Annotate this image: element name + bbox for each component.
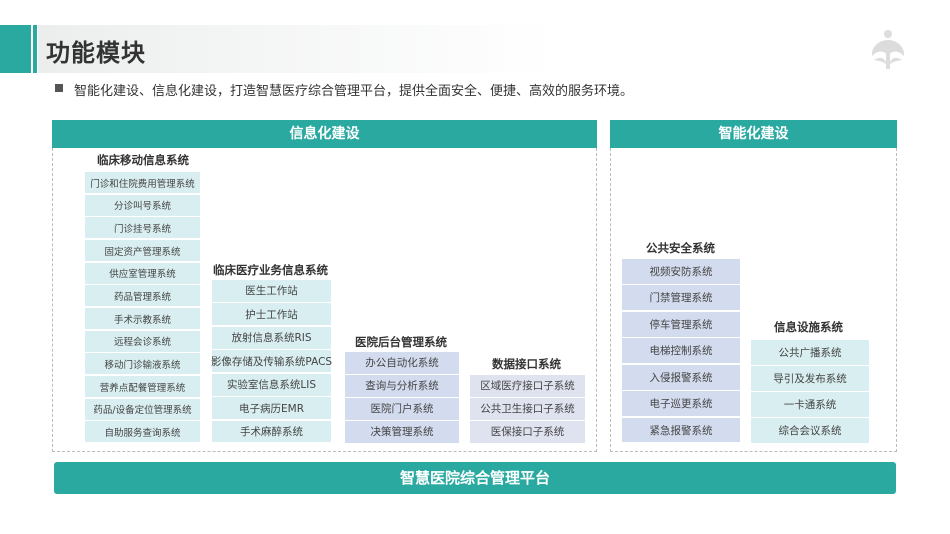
system-item: 医生工作站 <box>212 280 331 302</box>
system-item: 医院门户系统 <box>345 398 459 420</box>
system-item: 药品/设备定位管理系统 <box>85 398 200 420</box>
system-item: 一卡通系统 <box>751 392 869 417</box>
column-data-interface: 区域医疗接口子系统公共卫生接口子系统医保接口子系统 <box>470 375 585 444</box>
column-info-facility: 公共广播系统导引及发布系统一卡通系统综合会议系统 <box>751 340 869 444</box>
column-backoffice: 办公自动化系统查询与分析系统医院门户系统决策管理系统 <box>345 352 459 444</box>
column-title-public-safety: 公共安全系统 <box>646 241 715 255</box>
system-item: 门禁管理系统 <box>622 285 740 311</box>
system-item: 远程会诊系统 <box>85 330 200 352</box>
section-box-smart <box>610 148 897 452</box>
system-item: 实验室信息系统LIS <box>212 373 331 396</box>
section-header-smart: 智能化建设 <box>610 120 897 148</box>
platform-bar: 智慧医院综合管理平台 <box>54 462 896 494</box>
header-band <box>38 25 558 73</box>
section-header-info: 信息化建设 <box>52 120 597 148</box>
column-clinical-mobile: 门诊和住院费用管理系统分诊叫号系统门诊挂号系统固定资产管理系统供应室管理系统药品… <box>85 172 200 444</box>
system-item: 自助服务查询系统 <box>85 421 200 443</box>
system-item: 导引及发布系统 <box>751 366 869 391</box>
system-item: 紧急报警系统 <box>622 417 740 443</box>
system-item: 影像存储及传输系统PACS <box>211 350 332 373</box>
column-title-info-facility: 信息设施系统 <box>774 320 843 334</box>
system-item: 电梯控制系统 <box>622 338 740 364</box>
system-item: 移动门诊输液系统 <box>85 353 200 375</box>
system-item: 门诊和住院费用管理系统 <box>85 172 200 194</box>
column-title-clinical-business: 临床医疗业务信息系统 <box>213 263 328 277</box>
subtitle: 智能化建设、信息化建设，打造智慧医疗综合管理平台，提供全面安全、便捷、高效的服务… <box>74 84 634 99</box>
system-item: 分诊叫号系统 <box>85 194 200 216</box>
system-item: 电子病历EMR <box>212 397 331 420</box>
system-item: 公共卫生接口子系统 <box>470 398 585 420</box>
system-item: 手术示教系统 <box>85 308 200 330</box>
system-item: 护士工作站 <box>212 303 331 326</box>
system-item: 门诊挂号系统 <box>85 217 200 239</box>
system-item: 供应室管理系统 <box>85 262 200 284</box>
system-item: 决策管理系统 <box>345 421 459 443</box>
system-item: 区域医疗接口子系统 <box>470 375 585 397</box>
system-item: 查询与分析系统 <box>345 375 459 397</box>
column-title-backoffice: 医院后台管理系统 <box>355 335 447 349</box>
system-item: 电子巡更系统 <box>622 391 740 417</box>
system-item: 停车管理系统 <box>622 311 740 337</box>
system-item: 手术麻醉系统 <box>212 420 331 443</box>
system-item: 公共广播系统 <box>751 340 869 365</box>
system-item: 入侵报警系统 <box>622 364 740 390</box>
system-item: 固定资产管理系统 <box>85 240 200 262</box>
header-accent-bar <box>0 25 31 73</box>
column-title-clinical-mobile: 临床移动信息系统 <box>97 153 189 167</box>
system-item: 营养点配餐管理系统 <box>85 376 200 398</box>
system-item: 医保接口子系统 <box>470 421 585 443</box>
system-item: 药品管理系统 <box>85 285 200 307</box>
header-accent-line <box>33 25 37 73</box>
system-item: 办公自动化系统 <box>345 352 459 374</box>
section-box-info <box>52 148 597 452</box>
column-public-safety: 视频安防系统门禁管理系统停车管理系统电梯控制系统入侵报警系统电子巡更系统紧急报警… <box>622 259 740 444</box>
system-item: 放射信息系统RIS <box>212 326 331 349</box>
system-item: 视频安防系统 <box>622 259 740 284</box>
tree-logo-icon <box>871 30 905 69</box>
bullet-icon <box>55 84 63 92</box>
system-item: 综合会议系统 <box>751 418 869 443</box>
column-title-data-interface: 数据接口系统 <box>492 357 561 371</box>
page-title: 功能模块 <box>46 39 146 67</box>
